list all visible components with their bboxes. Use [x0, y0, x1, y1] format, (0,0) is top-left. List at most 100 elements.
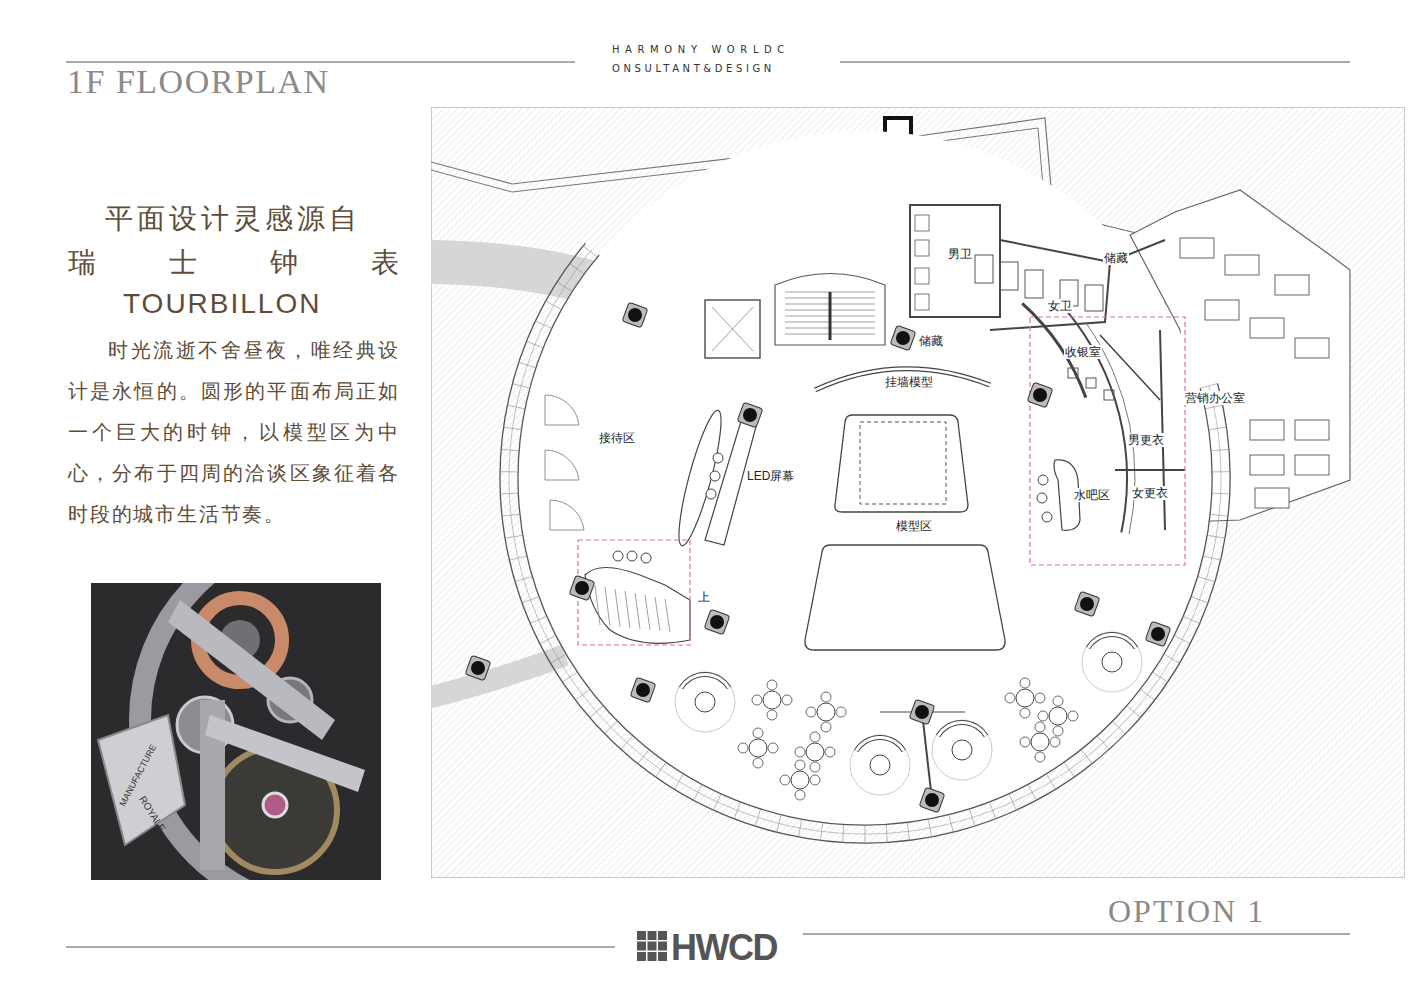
office-desk [1250, 420, 1284, 440]
chair [825, 747, 835, 757]
round-table [791, 771, 809, 789]
mullion [522, 597, 539, 603]
logo-square [648, 931, 657, 940]
mullion [590, 706, 604, 718]
bridge-arm [205, 715, 365, 792]
mullion [1164, 654, 1180, 663]
office-desk [1295, 338, 1329, 358]
stair-core [775, 274, 885, 346]
column-core [915, 705, 929, 719]
stair-step [605, 587, 610, 626]
room-label: 模型区 [895, 519, 933, 533]
column [919, 787, 945, 813]
mullion [714, 794, 721, 810]
mullion [1207, 535, 1225, 538]
mullion [1174, 636, 1190, 644]
stool [710, 471, 720, 481]
facade-line [500, 243, 1230, 843]
cashier-seat [1086, 378, 1096, 388]
highlight-box [1030, 317, 1185, 565]
mullion [674, 774, 683, 789]
mullion [949, 815, 953, 832]
mullion [969, 809, 974, 826]
office-desk [1250, 318, 1284, 338]
mullion [500, 493, 518, 495]
body-paragraph: 时光流逝不舍昼夜，唯经典设计是永恒的。圆形的平面布局正如一个巨大的时钟，以模型区… [68, 330, 400, 535]
sofa [856, 737, 904, 751]
stair-step [625, 591, 630, 628]
rug [932, 720, 992, 780]
chair [1020, 678, 1030, 688]
stool [713, 453, 723, 463]
mullion [989, 802, 995, 819]
logo-square [637, 942, 646, 951]
mullion [1028, 784, 1036, 800]
elevator-cross [712, 307, 753, 351]
sofa [938, 722, 986, 736]
wc-fixture [915, 294, 929, 310]
stair-step [615, 589, 620, 627]
column [622, 302, 648, 328]
mullion [1064, 762, 1074, 777]
round-table [1016, 689, 1034, 707]
round-table [1049, 707, 1067, 725]
mullion [501, 449, 519, 450]
stair-step [665, 599, 670, 632]
page-title: 1F FLOORPLAN [67, 63, 330, 101]
room-label: 男卫 [947, 247, 973, 261]
room-label: 女更衣 [1131, 486, 1169, 500]
model-outline [860, 422, 946, 504]
chair [1020, 737, 1030, 747]
mullion [502, 514, 520, 516]
column [1145, 621, 1171, 647]
option-label: OPTION 1 [1108, 892, 1265, 930]
photo-ground [91, 583, 381, 880]
heading-text: 瑞士钟表 [68, 246, 472, 280]
rule-line [803, 934, 1350, 935]
mullion [621, 736, 633, 749]
mullion [1140, 689, 1154, 700]
column-core [1151, 627, 1165, 641]
plan-ground [431, 107, 1405, 878]
mullion [505, 535, 523, 538]
round-table [763, 691, 781, 709]
mullion [865, 825, 866, 843]
cashier-seat [1068, 368, 1078, 378]
rule-line [66, 947, 615, 948]
room-label: 接待区 [598, 431, 636, 445]
chair [795, 760, 805, 770]
chair [780, 775, 790, 785]
chair [1038, 711, 1048, 721]
bar-stool [1042, 512, 1052, 522]
stool [627, 551, 637, 561]
sofa [681, 674, 729, 688]
mullion [1200, 384, 1217, 389]
chair [1053, 726, 1063, 736]
floor-plan [431, 107, 1405, 878]
mullion [509, 556, 527, 560]
chair [795, 747, 805, 757]
column [737, 402, 763, 428]
mullion [512, 384, 529, 389]
room-wall [1066, 310, 1127, 533]
room-label: 挂墙模型 [884, 375, 934, 389]
logo-square [637, 931, 646, 940]
column [1074, 591, 1100, 617]
chair [767, 710, 777, 720]
mullion [1203, 556, 1221, 560]
column-core [471, 661, 485, 675]
column-core [1033, 388, 1047, 402]
wall-model [815, 369, 990, 390]
divider [922, 712, 932, 800]
round-table [806, 743, 824, 761]
stool [641, 553, 651, 563]
room-label: 营销办公室 [1184, 391, 1246, 405]
mullion [605, 721, 618, 734]
bar-stool [1038, 475, 1048, 485]
mullion [1183, 616, 1200, 623]
door-swing [545, 450, 579, 480]
round-table [749, 739, 767, 757]
mullion [536, 321, 552, 329]
office-desk [1275, 275, 1309, 295]
stair-step [655, 597, 660, 631]
